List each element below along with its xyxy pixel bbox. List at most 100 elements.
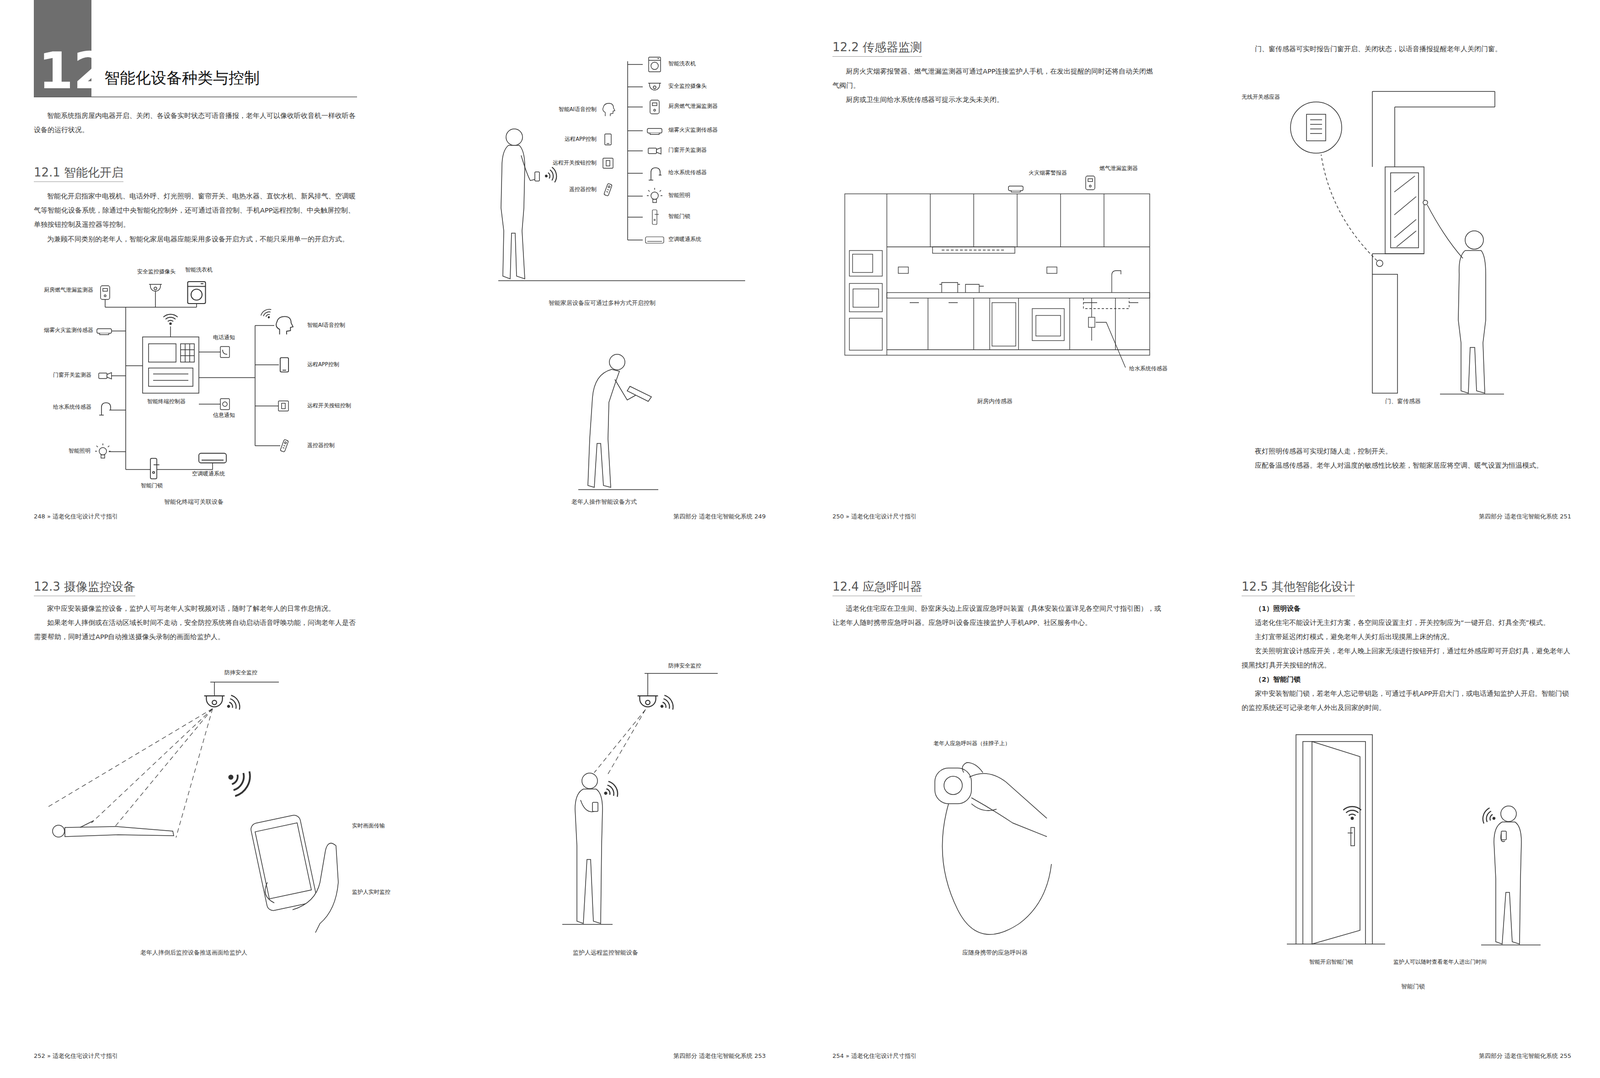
page-footer: 第四部分 适老住宅智能化系统 255 xyxy=(1478,1052,1572,1060)
line-art xyxy=(222,763,255,799)
line-art xyxy=(1423,200,1428,205)
line-art xyxy=(1372,274,1398,394)
figure-caption: 应随身携带的应急呼叫器 xyxy=(962,949,1028,957)
line-art xyxy=(1290,91,1504,395)
line-art xyxy=(280,357,289,372)
page-footer: 252 » 适老化住宅设计尺寸指引 xyxy=(33,1052,118,1060)
line-art xyxy=(1500,805,1517,822)
line-art xyxy=(148,368,193,387)
line-art xyxy=(150,458,160,480)
line-art xyxy=(603,183,613,197)
line-art xyxy=(1372,253,1424,275)
body-paragraph: 夜灯照明传感器可实现灯随人走，控制开关。 xyxy=(1241,444,1572,459)
line-art xyxy=(992,302,1016,347)
line-art xyxy=(1035,315,1061,336)
line-art xyxy=(1008,186,1024,192)
line-art xyxy=(645,236,664,244)
line-art xyxy=(575,789,603,924)
callout-label: 智能AI语音控制 xyxy=(558,106,597,113)
line-art xyxy=(249,814,318,912)
line-art xyxy=(48,682,339,933)
line-art xyxy=(627,61,643,240)
line-art xyxy=(204,695,225,707)
callout-label: 远程APP控制 xyxy=(307,361,340,368)
callout-label: 智能洗衣机 xyxy=(185,266,213,274)
callout-label: 智能照明 xyxy=(668,192,691,199)
line-art xyxy=(198,325,281,446)
callout-label: 遥控器控制 xyxy=(569,186,597,193)
line-art xyxy=(506,128,523,146)
figure-caption: 智能门锁 xyxy=(1401,982,1425,991)
line-art xyxy=(48,708,213,838)
line-art xyxy=(1095,322,1126,368)
body-paragraph: 家中安装智能门锁，若老年人忘记带钥匙，可通过手机APP开启大门，或电话通知监护人… xyxy=(1241,686,1572,715)
line-art xyxy=(939,282,984,293)
section-heading: 12.5 其他智能化设计 xyxy=(1241,579,1355,597)
line-art xyxy=(1296,734,1373,944)
body-paragraph: 家中应安装摄像监控设备，监护人可与老年人实时视频对话，随时了解老年人的日常作息情… xyxy=(33,601,358,616)
body-paragraph: 门、窗传感器可实时报告门窗开启、关闭状态，以语音播报提醒老年人关闭门窗。 xyxy=(1241,42,1572,57)
line-art xyxy=(844,193,1150,356)
line-art xyxy=(1343,806,1362,820)
line-art xyxy=(1083,298,1130,309)
line-art xyxy=(562,673,718,925)
line-art xyxy=(1032,308,1065,341)
line-art xyxy=(1440,393,1504,395)
line-art xyxy=(105,291,281,470)
line-art xyxy=(96,328,112,335)
body-paragraph: 玄关照明宜设计感应开关，老年人晚上回家无须进行按钮开灯，通过红外感应即可开启灯具… xyxy=(1241,644,1572,673)
line-art xyxy=(255,822,312,899)
line-art xyxy=(898,266,909,274)
line-art xyxy=(187,281,206,304)
section-heading: 12.1 智能化开启 xyxy=(33,165,124,182)
line-art xyxy=(80,820,94,828)
line-art xyxy=(581,773,598,789)
line-art xyxy=(210,682,279,697)
callout-label: 智能门锁 xyxy=(140,482,163,490)
callout-label: 实时画面传输 xyxy=(352,822,385,830)
line-art xyxy=(1458,250,1486,394)
line-art xyxy=(180,343,195,363)
line-art xyxy=(170,326,171,337)
body-paragraph: 适老化住宅应在卫生间、卧室床头边上应设置应急呼叫装置（具体安装位置详见各空间尺寸… xyxy=(832,601,1164,630)
callout-label: 安全监控摄像头 xyxy=(668,83,707,90)
line-art xyxy=(501,145,525,279)
callout-label: 电话通知 xyxy=(213,334,235,342)
line-art xyxy=(220,346,230,358)
figure-caption: 老年人操作智能设备方式 xyxy=(571,498,637,506)
callout-label: 老年人应急呼叫器（挂脖子上） xyxy=(933,740,1011,747)
line-art xyxy=(52,825,65,838)
line-art xyxy=(105,291,213,470)
line-art xyxy=(656,693,676,715)
line-art xyxy=(594,709,646,774)
section-heading: 12.4 应急呼叫器 xyxy=(832,579,923,597)
callout-label: 防摔安全监控 xyxy=(668,662,702,670)
line-art xyxy=(198,453,227,464)
line-art xyxy=(223,693,243,715)
line-art xyxy=(1290,101,1342,154)
chapter-number: 12 xyxy=(38,45,109,96)
callout-label: 远程APP控制 xyxy=(564,136,597,143)
figure-caption: 厨房内传感器 xyxy=(976,397,1013,406)
line-art xyxy=(587,369,620,488)
line-art xyxy=(652,209,659,225)
callout-label: 远程开关按钮控制 xyxy=(307,402,352,410)
line-art xyxy=(592,802,598,812)
callout-label: 信息通知 xyxy=(213,412,235,419)
line-art xyxy=(648,57,661,72)
line-art xyxy=(844,193,1150,368)
figure-caption: 智能家居设备应可通过多种方式开启控制 xyxy=(548,299,656,307)
line-art xyxy=(1312,741,1360,944)
callout-label: 远程开关按钮控制 xyxy=(552,160,597,167)
line-art xyxy=(278,400,289,411)
line-art xyxy=(1046,266,1057,274)
section-heading: 12.2 传感器监测 xyxy=(832,40,923,57)
line-art xyxy=(149,284,162,292)
page-footer: 第四部分 适老住宅智能化系统 249 xyxy=(673,512,766,521)
line-art xyxy=(259,307,275,321)
line-art xyxy=(941,249,1006,251)
body-paragraph: 如果老年人摔倒或在活动区域长时间不走动，安全防控系统将自动启动语音呼唤功能，问询… xyxy=(33,615,358,645)
page-title: 智能化设备种类与控制 xyxy=(104,68,260,88)
callout-label: 厨房燃气泄漏监测器 xyxy=(668,103,718,110)
